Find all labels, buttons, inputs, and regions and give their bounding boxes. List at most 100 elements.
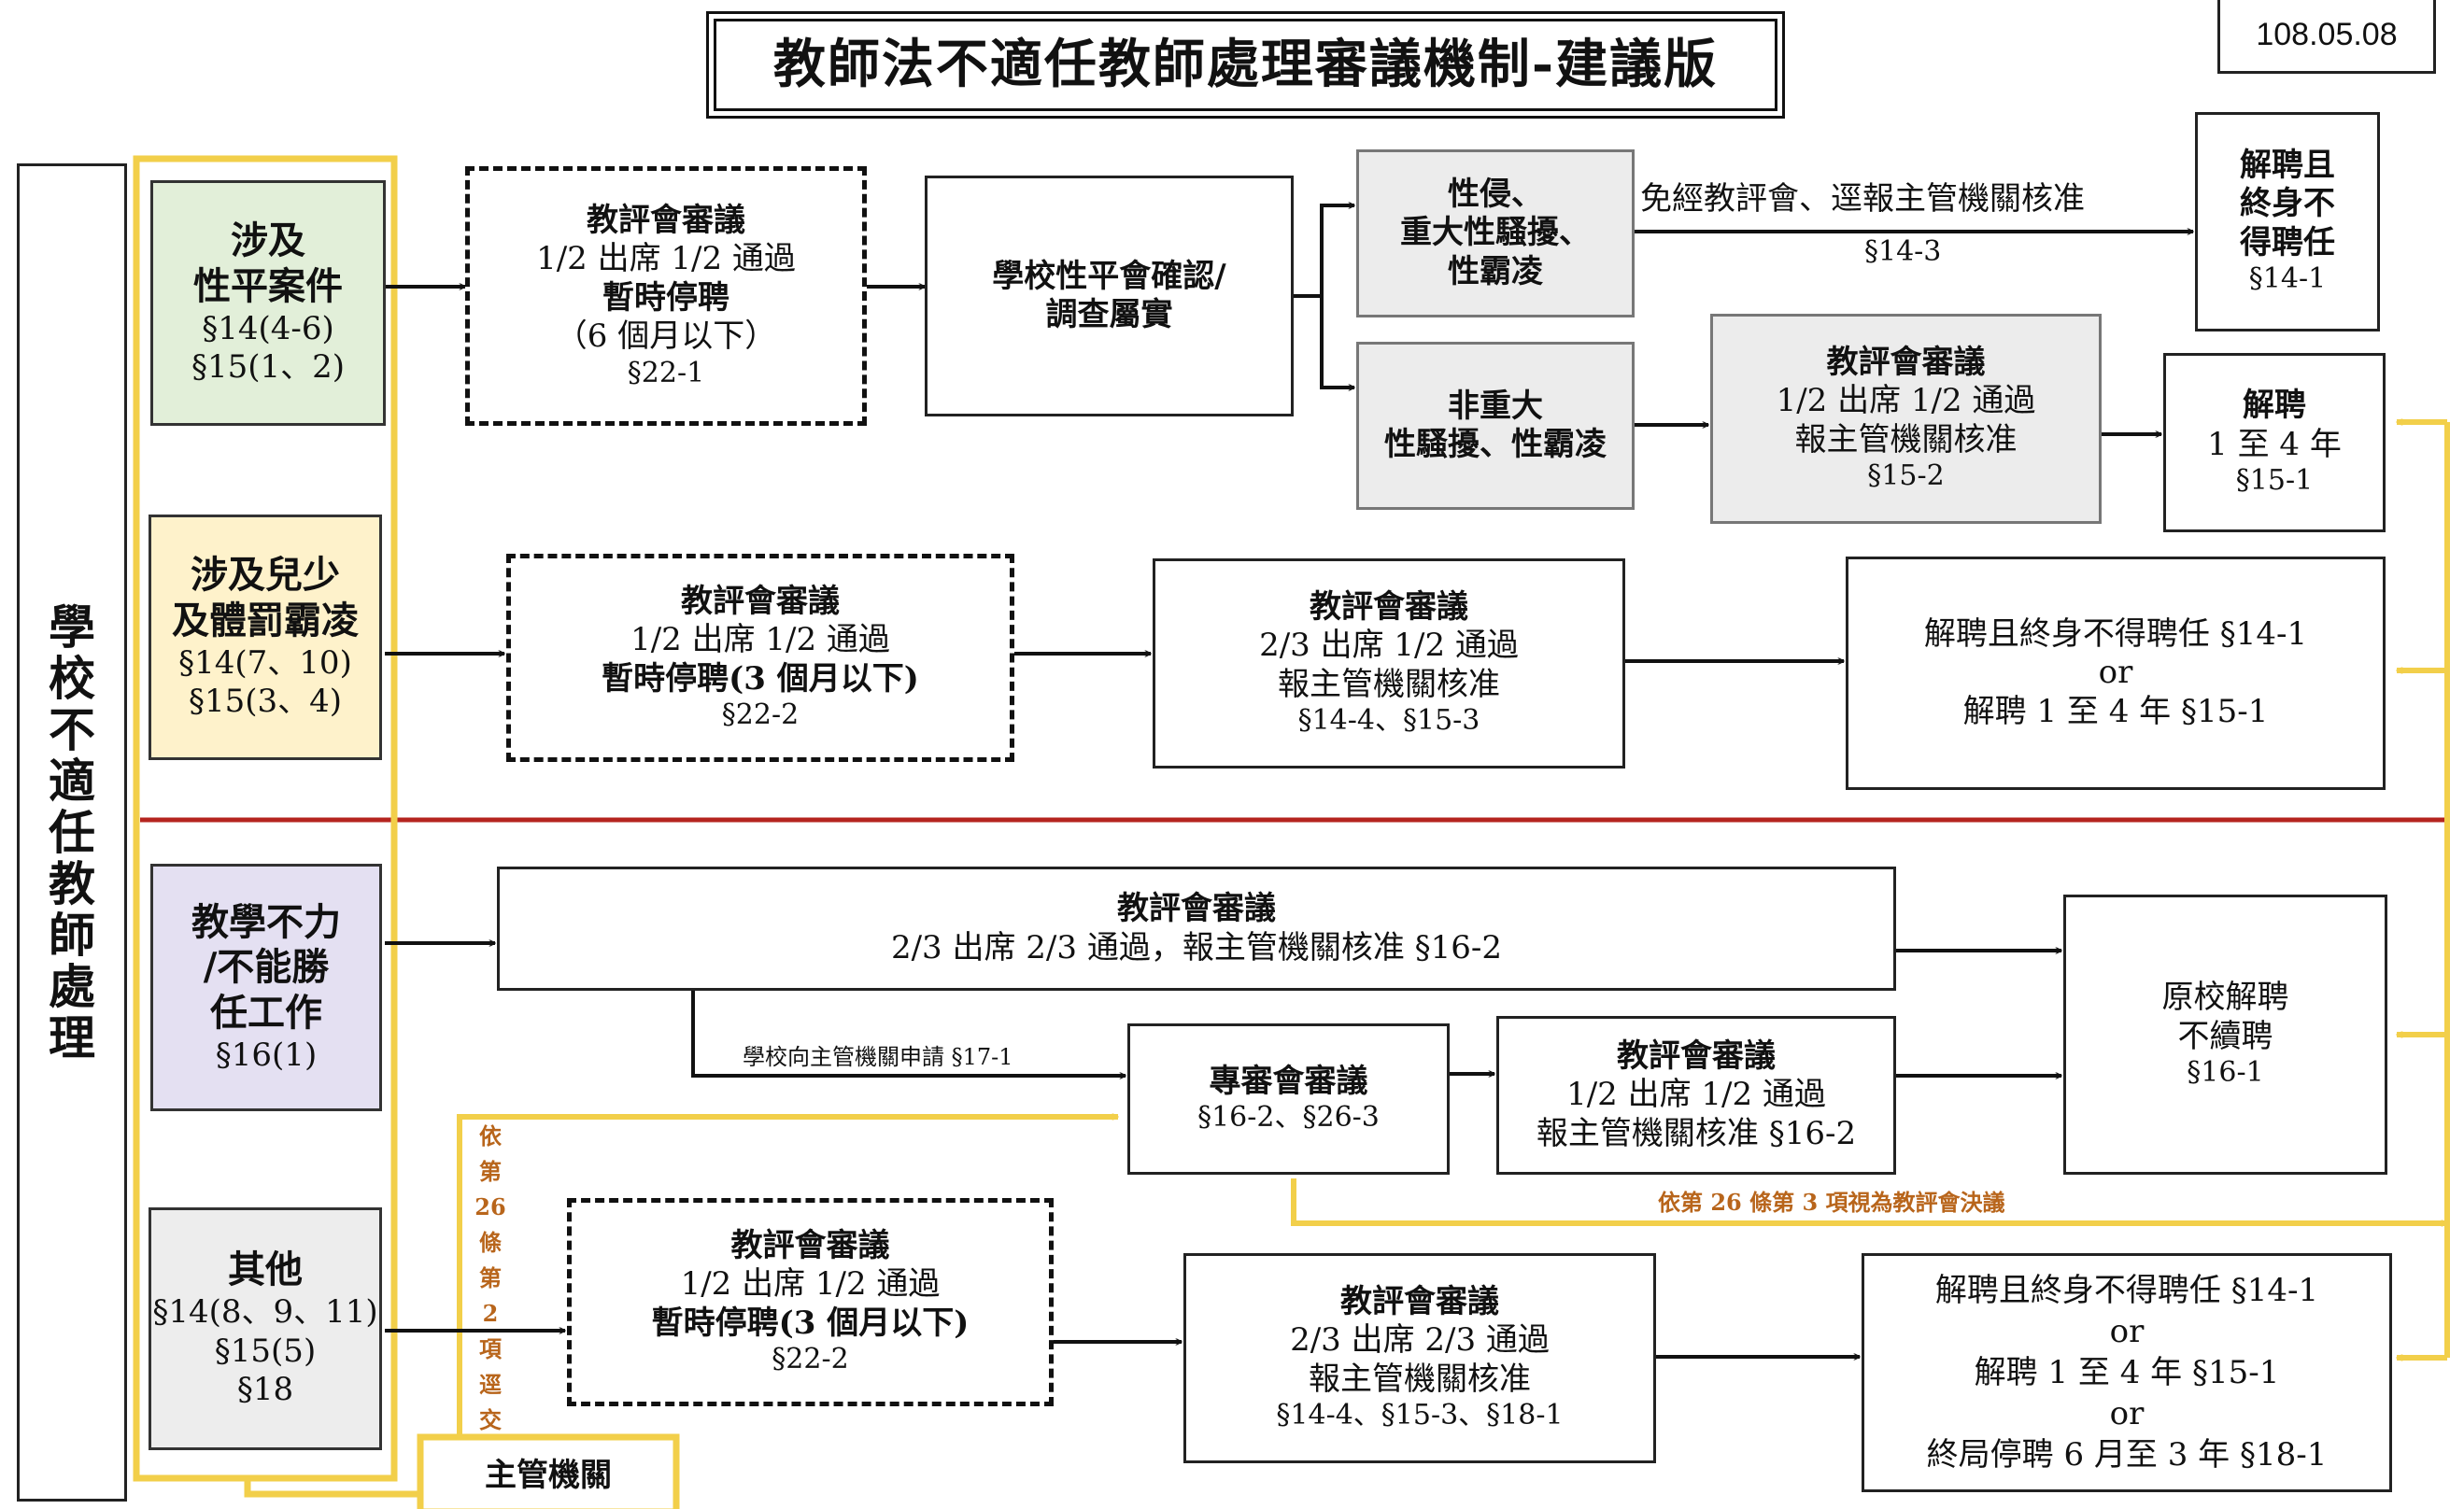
row1-investigate-line: 學校性平會確認/: [992, 257, 1226, 295]
left-label-char: 適: [49, 754, 95, 809]
row1-nonsevere-result-line: 解聘: [2243, 387, 2306, 425]
row4-review-line: 暫時停聘(3 個月以下): [651, 1304, 970, 1342]
row3-special-box: 專審會審議 §16-2、§26-3: [1127, 1023, 1450, 1175]
row3-review2-line: 1/2 出席 1/2 通過: [1566, 1076, 1826, 1114]
row1-severe-result-line: 得聘任: [2240, 223, 2335, 261]
row2-review-box: 教評會審議 1/2 出席 1/2 通過 暫時停聘(3 個月以下) §22-2: [506, 554, 1014, 762]
row1-review-line: 教評會審議: [587, 201, 745, 239]
row3-vertical-label-char: 交: [479, 1406, 502, 1433]
row1-nonsevere-box: 非重大 性騷擾、性霸凌: [1356, 342, 1635, 510]
row4-review-ref: §22-2: [772, 1343, 849, 1376]
row1-nonsevere-review-line: 1/2 出席 1/2 通過: [1776, 382, 2036, 420]
row3-vertical-label-char: 項: [479, 1335, 502, 1362]
row2-result-line: or: [2098, 654, 2133, 692]
row2-review2-line: 2/3 出席 1/2 通過: [1259, 627, 1519, 665]
row1-severe-result-box: 解聘且 終身不 得聘任 §14-1: [2195, 112, 2380, 331]
category-gender-ref: §15(1、2): [191, 348, 346, 387]
row1-review-box: 教評會審議 1/2 出席 1/2 通過 暫時停聘 （6 個月以下） §22-1: [465, 166, 867, 426]
row4-review-box: 教評會審議 1/2 出席 1/2 通過 暫時停聘(3 個月以下) §22-2: [567, 1198, 1054, 1406]
left-label-char: 教: [49, 856, 95, 911]
row3-vertical-label-char: 26: [474, 1193, 506, 1220]
row4-review2-ref: §14-4、§15-3、§18-1: [1276, 1399, 1564, 1432]
category-gender-line: 涉及: [231, 219, 305, 263]
row1-nonsevere-review-line: 報主管機關核准: [1794, 420, 2018, 458]
row3-review-line: 教評會審議: [1117, 890, 1276, 928]
category-other-ref: §14(8、9、11): [152, 1293, 378, 1332]
row3-result-ref: §16-1: [2187, 1056, 2264, 1090]
row3-vertical-label-char: 第: [479, 1158, 502, 1185]
row1-severe-line: 性侵、: [1448, 175, 1543, 213]
row1-severe-box: 性侵、 重大性騷擾、 性霸凌: [1356, 149, 1635, 317]
deemed-resolution-arrow: [1291, 1178, 2447, 1223]
row1-investigate-box: 學校性平會確認/ 調查屬實: [925, 176, 1294, 416]
row2-review-ref: §22-2: [721, 698, 800, 732]
row1-review-line: 暫時停聘: [602, 278, 729, 317]
category-child-ref: §15(3、4): [188, 683, 343, 721]
row1-investigate-line: 調查屬實: [1045, 296, 1173, 333]
row3-review2-line: 教評會審議: [1617, 1037, 1776, 1075]
row2-result-line: 解聘 1 至 4 年 §15-1: [1962, 692, 2269, 730]
page-title: 教師法不適任教師處理審議機制-建議版: [772, 34, 1719, 96]
category-child-line: 及體罰霸凌: [172, 599, 359, 643]
row1-severe-result-ref: §14-1: [2248, 262, 2327, 296]
row2-result-box: 解聘且終身不得聘任 §14-1 or 解聘 1 至 4 年 §15-1: [1846, 557, 2386, 790]
row4-result-line: 解聘且終身不得聘任 §14-1: [1934, 1271, 2319, 1309]
category-child: 涉及兒少 及體罰霸凌 §14(7、10) §15(3、4): [149, 515, 382, 760]
row1-nonsevere-review-line: 教評會審議: [1826, 344, 1986, 381]
row3-review-line: 2/3 出席 2/3 通過，報主管機關核准 §16-2: [890, 928, 1503, 966]
category-teaching-line: 任工作: [210, 991, 322, 1036]
left-label-char: 理: [49, 1010, 95, 1065]
row2-result-line: 解聘且終身不得聘任 §14-1: [1923, 614, 2308, 653]
category-other-ref: §15(5): [214, 1332, 317, 1370]
authority-link-line: [244, 1478, 420, 1498]
category-child-line: 涉及兒少: [191, 553, 340, 598]
category-other-line: 其他: [228, 1248, 303, 1292]
row3-review-box: 教評會審議 2/3 出席 2/3 通過，報主管機關核准 §16-2: [497, 867, 1896, 991]
date-label: 108.05.08: [2256, 17, 2398, 53]
category-gender: 涉及 性平案件 §14(4-6) §15(1、2): [150, 180, 386, 426]
left-label-box: 學校不適任教師處理: [17, 163, 127, 1502]
left-label-char: 任: [49, 805, 95, 860]
left-label-char: 學: [49, 599, 95, 655]
row3-review2-line: 報主管機關核准 §16-2: [1536, 1114, 1857, 1152]
category-gender-line: 性平案件: [193, 264, 343, 309]
left-label-char: 師: [49, 908, 95, 963]
row1-nonsevere-result-line: 1 至 4 年: [2207, 425, 2342, 463]
category-frame: [133, 155, 398, 1482]
row4-review2-line: 教評會審議: [1340, 1283, 1499, 1320]
row2-review2-line: 教評會審議: [1310, 588, 1468, 626]
authority-frame: [417, 1433, 680, 1509]
authority-label: 主管機關: [485, 1457, 612, 1495]
authority-box: 主管機關: [424, 1444, 673, 1509]
title-box: 教師法不適任教師處理審議機制-建議版: [706, 11, 1785, 119]
row1-review-line: （6 個月以下）: [555, 317, 777, 356]
row3-apply-label: 學校向主管機關申請 §17-1: [743, 1044, 1013, 1070]
row3-review2-box: 教評會審議 1/2 出席 1/2 通過 報主管機關核准 §16-2: [1496, 1016, 1896, 1175]
row4-review-line: 1/2 出席 1/2 通過: [680, 1265, 941, 1304]
row3-deem-label: 依第 26 條第 3 項視為教評會決議: [1658, 1189, 2005, 1216]
row3-vertical-label-char: 2: [482, 1300, 499, 1327]
left-label-char: 處: [49, 959, 95, 1014]
category-other-ref: §18: [236, 1371, 294, 1409]
row1-review-ref: §22-1: [627, 356, 705, 389]
row2-review2-box: 教評會審議 2/3 出席 1/2 通過 報主管機關核准 §14-4、§15-3: [1153, 558, 1625, 769]
row1-severe-result-line: 解聘且: [2240, 147, 2335, 184]
row3-result-line: 原校解聘: [2161, 979, 2289, 1017]
row1-nonsevere-review-ref: §15-2: [1867, 459, 1945, 493]
left-label: 學校不適任教師處理: [49, 601, 95, 1064]
category-teaching-line: 教學不力: [191, 899, 341, 944]
row4-result-line: or: [2109, 1395, 2145, 1433]
row2-review2-line: 報主管機關核准: [1278, 665, 1500, 703]
row4-result-line: or: [2109, 1312, 2145, 1350]
date-box: 108.05.08: [2217, 0, 2436, 74]
row1-severe-result-line: 終身不: [2240, 185, 2335, 223]
row2-review-line: 教評會審議: [681, 583, 840, 620]
row1-nonsevere-result-box: 解聘 1 至 4 年 §15-1: [2163, 353, 2386, 532]
category-teaching-line: /不能勝: [203, 945, 330, 990]
row3-result-line: 不續聘: [2177, 1017, 2273, 1055]
row3-vertical-label-char: 逕: [479, 1371, 502, 1398]
row4-review2-box: 教評會審議 2/3 出席 2/3 通過 報主管機關核准 §14-4、§15-3、…: [1183, 1253, 1656, 1463]
row4-review2-line: 報主管機關核准: [1309, 1360, 1531, 1398]
left-label-char: 不: [49, 702, 95, 757]
